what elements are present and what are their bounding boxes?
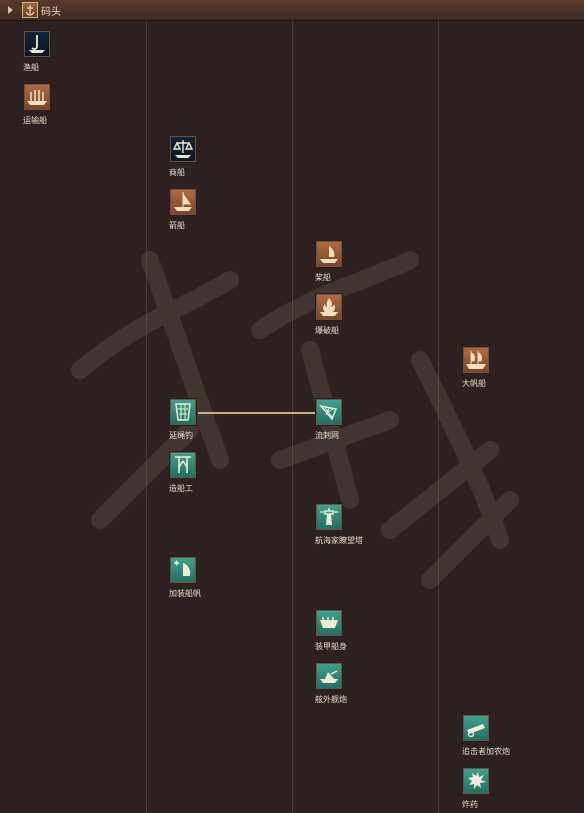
- tech-label: 箭船: [169, 221, 185, 230]
- tech-node-longline[interactable]: 延绳钓: [169, 398, 229, 441]
- sail-icon: [315, 240, 343, 268]
- galleon-icon: [462, 346, 490, 374]
- tech-label: 桨船: [315, 273, 331, 282]
- tech-label: 延绳钓: [169, 431, 193, 440]
- net-icon: [169, 398, 197, 426]
- tech-label: 渔船: [23, 63, 39, 72]
- tech-node-transport-ship[interactable]: 运输船: [23, 83, 83, 126]
- cannon-ship-icon: [315, 662, 343, 690]
- tech-tree-header[interactable]: 码头: [0, 0, 584, 21]
- tech-label: 大帆船: [462, 379, 486, 388]
- tech-node-big-sail-ship[interactable]: 大帆船: [462, 346, 522, 389]
- crane-icon: [169, 451, 197, 479]
- scale-icon: [169, 135, 197, 163]
- hull-icon: [315, 609, 343, 637]
- header-title: 码头: [41, 7, 61, 18]
- tech-connector: [198, 412, 316, 414]
- tech-node-lighthouse[interactable]: 航海家瞭望塔: [315, 503, 375, 546]
- expand-arrow-icon[interactable]: [8, 6, 13, 14]
- watermark: [71, 251, 519, 589]
- fire-ship-icon: [315, 293, 343, 321]
- tech-node-gillnet[interactable]: 流刺网: [315, 398, 375, 441]
- tech-label: 航海家瞭望塔: [315, 536, 363, 545]
- tech-node-armored-hull[interactable]: 装甲船身: [315, 609, 375, 652]
- tech-node-merchant-ship[interactable]: 商船: [169, 135, 229, 178]
- tech-label: 流刺网: [315, 431, 339, 440]
- tech-node-fishing-boat[interactable]: 渔船: [23, 30, 83, 73]
- galley-icon: [23, 83, 51, 111]
- tech-node-extra-sails[interactable]: 加装船帆: [169, 556, 229, 599]
- tech-label: 舷外舰炮: [315, 695, 347, 704]
- tech-node-arrow-ship[interactable]: 箭船: [169, 188, 229, 231]
- column-divider: [146, 20, 147, 813]
- tech-label: 爆破船: [315, 326, 339, 335]
- explosion-icon: [462, 767, 490, 795]
- tech-node-fire-ship[interactable]: 爆破船: [315, 293, 375, 336]
- tech-label: 加装船帆: [169, 589, 201, 598]
- tech-node-outrigger-cannon[interactable]: 舷外舰炮: [315, 662, 375, 705]
- lighthouse-icon: [315, 503, 343, 531]
- ship-icon: [169, 188, 197, 216]
- tech-node-shipwright[interactable]: 造船工: [169, 451, 229, 494]
- cannon-icon: [462, 714, 490, 742]
- tech-label: 商船: [169, 168, 185, 177]
- tech-label: 装甲船身: [315, 642, 347, 651]
- column-divider: [292, 20, 293, 813]
- tech-label: 炸药: [462, 800, 478, 809]
- tech-node-gunpowder[interactable]: 炸药: [462, 767, 522, 810]
- gillnet-icon: [315, 398, 343, 426]
- column-divider: [438, 20, 439, 813]
- hook-icon: [23, 30, 51, 58]
- tech-label: 追击者加农炮: [462, 747, 510, 756]
- tech-node-boat[interactable]: 桨船: [315, 240, 375, 283]
- tech-label: 运输船: [23, 116, 47, 125]
- tech-label: 造船工: [169, 484, 193, 493]
- anchor-icon: [22, 2, 38, 18]
- tech-node-chaser-cannon[interactable]: 追击者加农炮: [462, 714, 522, 757]
- sail-plus-icon: [169, 556, 197, 584]
